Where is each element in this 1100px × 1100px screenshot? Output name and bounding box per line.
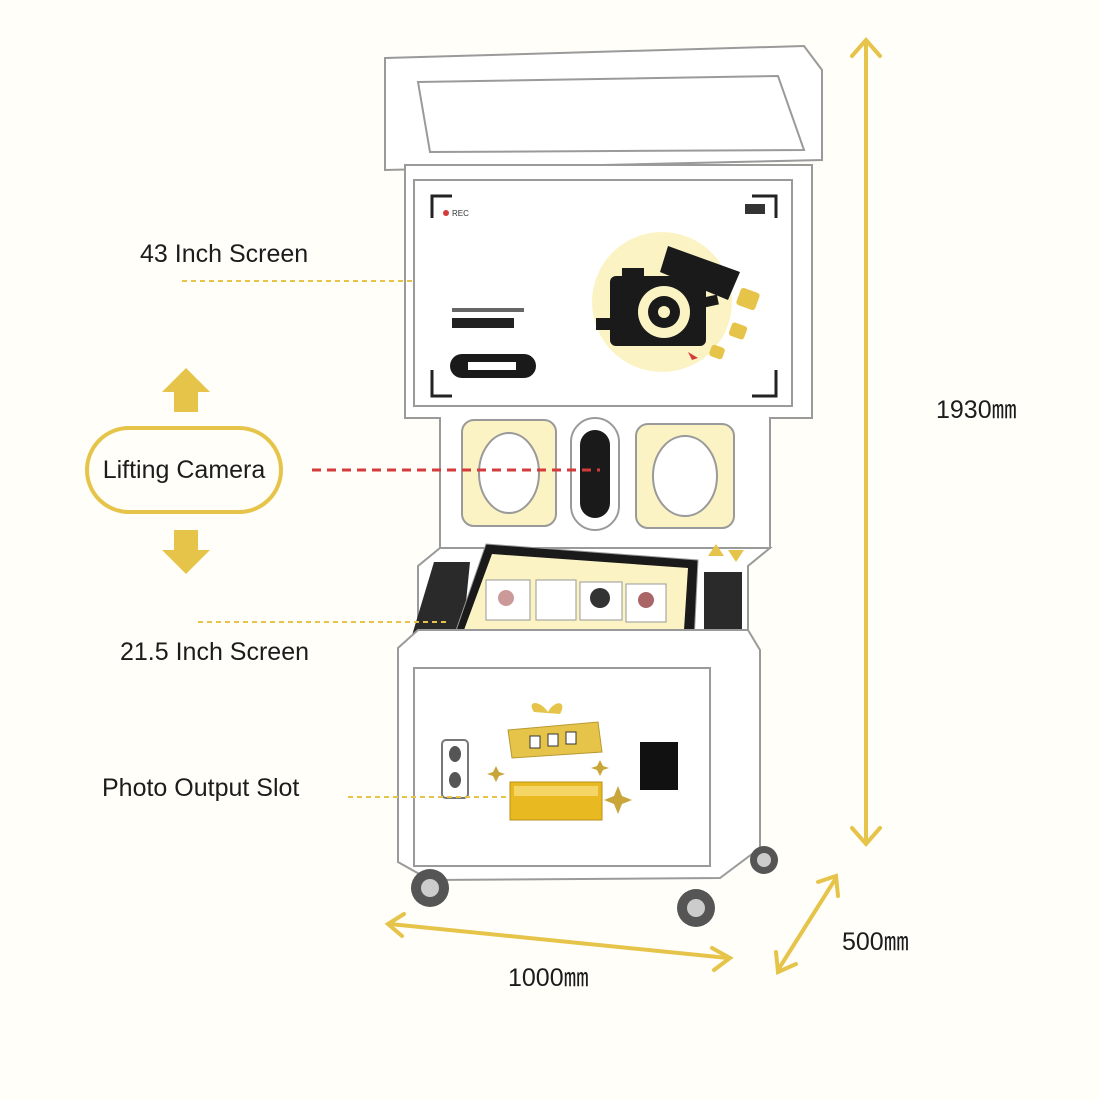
lower-cabinet (397, 629, 761, 882)
card-reader (640, 742, 678, 790)
battery-icon (745, 204, 765, 214)
label-lifting-camera: Lifting Camera (85, 426, 283, 514)
decorative-title-block (452, 318, 514, 328)
sparkle-shapes (688, 287, 760, 360)
camera-panel (461, 417, 735, 531)
up-arrow-icon (162, 368, 210, 412)
label-photo-output-slot: Photo Output Slot (102, 774, 300, 802)
down-arrow-icon (162, 530, 210, 574)
coin-acceptor (441, 739, 469, 799)
wheel-icon (411, 846, 778, 927)
label-21-5-inch-screen: 21.5 Inch Screen (120, 638, 310, 666)
height-dimension-label: 1930㎜ (936, 396, 1017, 424)
depth-dimension-label: 500㎜ (842, 928, 909, 956)
depth-dimension-arrow (774, 873, 840, 975)
height-dimension-arrow (850, 36, 882, 848)
screen-43-inch: REC (413, 179, 793, 407)
console-arrow-icon (708, 544, 724, 556)
corner-brackets (430, 194, 778, 398)
screen-photo-cards (485, 579, 667, 623)
lifting-camera-lens-slot (580, 430, 610, 518)
leader-lines (182, 280, 508, 798)
gift-box-icon (507, 703, 603, 759)
top-light-box (384, 44, 823, 172)
sparkle-icon (487, 760, 632, 814)
width-dimension-label: 1000㎜ (508, 964, 589, 992)
width-dimension-arrow (384, 912, 734, 972)
decorative-text-line (452, 308, 524, 312)
rec-text: REC (452, 209, 469, 218)
rec-dot-icon (443, 210, 449, 216)
camera-icon (592, 232, 740, 372)
lifting-camera-text: Lifting Camera (102, 455, 266, 484)
label-43-inch-screen: 43 Inch Screen (140, 240, 309, 268)
